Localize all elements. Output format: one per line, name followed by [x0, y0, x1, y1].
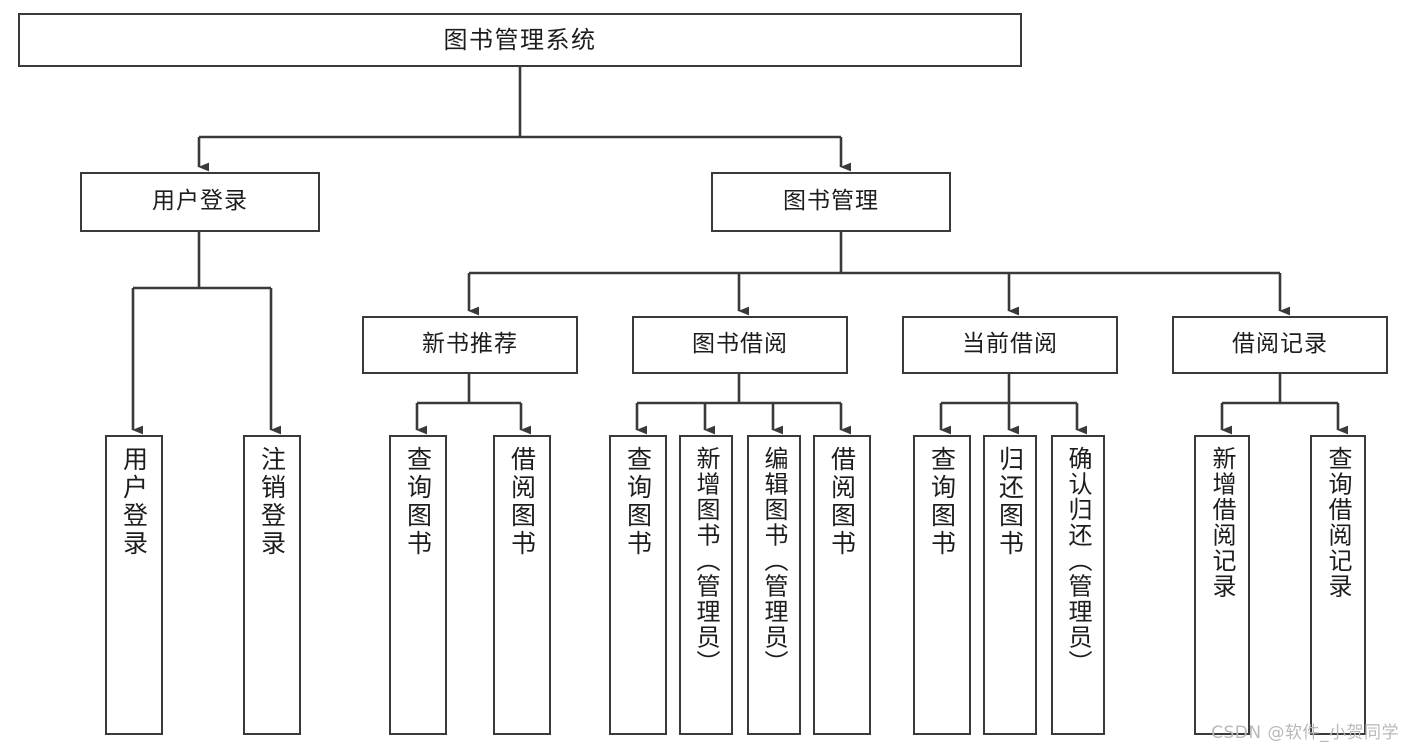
leaf-current-borrow-confirm-return-admin[interactable]: 确认归还（管理员） — [1051, 435, 1105, 735]
node-label: 借阅图书 — [827, 446, 857, 558]
node-label: 归还图书 — [995, 446, 1025, 558]
node-label: 图书管理系统 — [443, 25, 597, 54]
leaf-user-login-logout[interactable]: 注销登录 — [243, 435, 301, 735]
leaf-borrow-record-query-record[interactable]: 查询借阅记录 — [1310, 435, 1366, 735]
node-label: 用户登录 — [152, 188, 248, 215]
leaf-new-book-borrow-book[interactable]: 借阅图书 — [493, 435, 551, 735]
node-label: 注销登录 — [257, 446, 287, 558]
leaf-user-login-login[interactable]: 用户登录 — [105, 435, 163, 735]
node-book-borrow[interactable]: 图书借阅 — [632, 316, 848, 374]
node-label: 查询图书 — [403, 446, 433, 558]
leaf-book-borrow-query-book[interactable]: 查询图书 — [609, 435, 667, 735]
node-label: 确认归还（管理员） — [1064, 446, 1092, 676]
node-current-borrow[interactable]: 当前借阅 — [902, 316, 1118, 374]
leaf-borrow-record-add-record[interactable]: 新增借阅记录 — [1194, 435, 1250, 735]
node-label: 图书借阅 — [692, 331, 788, 358]
node-label: 当前借阅 — [962, 331, 1058, 358]
node-label: 查询图书 — [623, 446, 653, 558]
node-label: 新增借阅记录 — [1208, 446, 1236, 599]
node-label: 借阅图书 — [507, 446, 537, 558]
leaf-book-borrow-borrow-book[interactable]: 借阅图书 — [813, 435, 871, 735]
node-label: 查询借阅记录 — [1324, 446, 1352, 599]
leaf-book-borrow-add-book-admin[interactable]: 新增图书（管理员） — [679, 435, 733, 735]
node-root-book-management-system[interactable]: 图书管理系统 — [18, 13, 1022, 67]
csdn-watermark: CSDN @软件_小贺同学 — [1211, 723, 1399, 743]
node-label: 新增图书（管理员） — [692, 446, 720, 676]
node-label: 新书推荐 — [422, 331, 518, 358]
node-label: 图书管理 — [783, 188, 879, 215]
node-label: 编辑图书（管理员） — [760, 446, 788, 676]
leaf-current-borrow-query-book[interactable]: 查询图书 — [913, 435, 971, 735]
leaf-new-book-query-book[interactable]: 查询图书 — [389, 435, 447, 735]
node-borrow-record[interactable]: 借阅记录 — [1172, 316, 1388, 374]
leaf-book-borrow-edit-book-admin[interactable]: 编辑图书（管理员） — [747, 435, 801, 735]
node-new-book-recommend[interactable]: 新书推荐 — [362, 316, 578, 374]
node-book-management[interactable]: 图书管理 — [711, 172, 951, 232]
node-user-login[interactable]: 用户登录 — [80, 172, 320, 232]
node-label: 用户登录 — [119, 446, 149, 558]
node-label: 查询图书 — [927, 446, 957, 558]
node-label: 借阅记录 — [1232, 331, 1328, 358]
leaf-current-borrow-return-book[interactable]: 归还图书 — [983, 435, 1037, 735]
